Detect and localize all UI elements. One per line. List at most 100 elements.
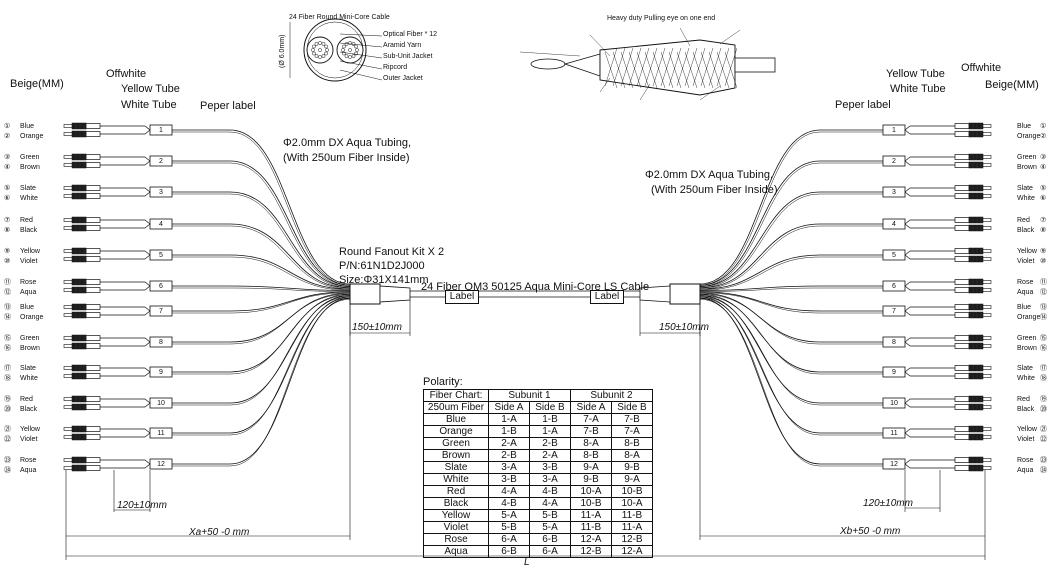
right-tube [904,371,911,377]
callout-outer-jacket: Outer Jacket [383,75,423,82]
left-tubing-inner [172,225,351,290]
right-tube [904,402,911,408]
left-leg-number: 3 [159,189,163,196]
right-tubing [699,191,883,287]
right-fiber-id: ③ [1040,154,1047,161]
polarity-cell: 1-A [488,413,530,426]
connector-ferrule [63,186,73,190]
connector-boot [85,312,101,318]
eye-callout [719,29,741,45]
lc-connector-pair-right [954,425,992,441]
polarity-cell: Green [423,437,489,450]
connector-boot [954,373,970,379]
left-tube [144,402,151,408]
right-fiber-id: ⑩ [1040,258,1047,265]
callout-aramid-yarn: Aramid Yarn [383,42,422,49]
left-fiber-color: Green [20,335,40,342]
left-tube [144,371,151,377]
right-leg-number: 7 [892,308,896,315]
polarity-cell: Red [423,485,489,498]
polarity-cell: 11-B [570,521,612,534]
polarity-cell: Blue [423,413,489,426]
left-fanout-kit [349,283,381,305]
mesh-line [700,51,714,89]
connector-boot [85,217,101,223]
right-tube [904,160,911,166]
connector-ferrule [982,218,992,222]
main-cable-label-left: Label [445,290,479,304]
left-tubing-line2: (With 250um Fiber Inside) [283,152,410,164]
fiber [351,54,356,58]
connector-boot [954,465,970,471]
mesh-line [660,51,674,89]
polarity-cell: Slate [423,461,489,474]
connector-ferrule [982,257,992,261]
left-yellow-tube-label: Yellow Tube [121,83,180,95]
right-fiber-id: ⑳ [1040,406,1047,413]
right-fiber-id: ㉔ [1040,467,1047,474]
fiber [318,41,322,45]
right-fiber-color: Rose [1017,279,1034,286]
left-fiber-color: Brown [20,164,40,171]
right-fiber-color: Slate [1017,365,1033,372]
right-tubing [699,223,883,289]
left-leg [63,216,351,290]
polarity-cell: 6-A [488,533,530,546]
left-tubing [172,254,351,290]
callout-leader [339,33,383,37]
mesh-line [676,47,690,87]
right-fiber-color: Black [1017,227,1035,234]
left-leg-number: 8 [159,339,163,346]
polarity-cell: 9-A [611,473,653,486]
connector-boot [85,279,101,285]
mesh-line [604,47,618,87]
polarity-cell: 1-B [529,413,571,426]
mesh-line [612,51,626,89]
left-leg [63,184,351,288]
left-fiber-id: ⑥ [4,195,11,202]
left-dim-150: 150±10mm [352,322,402,333]
right-leg-number: 11 [890,430,898,437]
connector-ferrule [63,124,73,128]
polarity-cell: 2-B [488,449,530,462]
connector-ferrule [982,288,992,292]
connector-ferrule [63,249,73,253]
left-tube [144,125,151,131]
eye-callout [679,27,691,47]
connector-ferrule [63,132,73,136]
fiber [312,44,316,49]
polarity-cell: 5-B [488,521,530,534]
right-fiber-id: ㉓ [1040,457,1047,464]
left-fiber-color: Red [20,396,33,403]
right-tube [904,250,911,256]
right-fiber-color: Green [1017,154,1037,161]
lc-connector-pair-left [63,456,101,472]
connector-ferrule [63,163,73,167]
polarity-cell: 1-A [529,425,571,438]
left-tube [144,250,151,256]
right-tube [904,187,911,193]
left-paper-label: Peper label [200,100,256,112]
right-fiber-color: Blue [1017,123,1032,130]
right-tube [904,428,911,434]
polarity-cell: 9-A [570,461,612,474]
polarity-header-cell: Fiber Chart: [423,389,489,402]
connector-ferrule [63,226,73,230]
connector-ferrule [982,336,992,340]
left-leg [63,291,351,319]
left-fiber-id: ⑨ [4,248,11,255]
right-fiber-color: Brown [1017,345,1037,352]
mesh-line [620,47,634,87]
left-leg-number: 5 [159,252,163,259]
polarity-cell: 9-B [611,461,653,474]
polarity-cell: Rose [423,533,489,546]
polarity-cell: 6-B [488,545,530,558]
right-leg-number: 6 [892,283,896,290]
left-tubing-inner [172,162,351,287]
connector-boot [85,248,101,254]
lc-connector-pair-right [954,395,992,411]
callout-leader [339,60,383,70]
